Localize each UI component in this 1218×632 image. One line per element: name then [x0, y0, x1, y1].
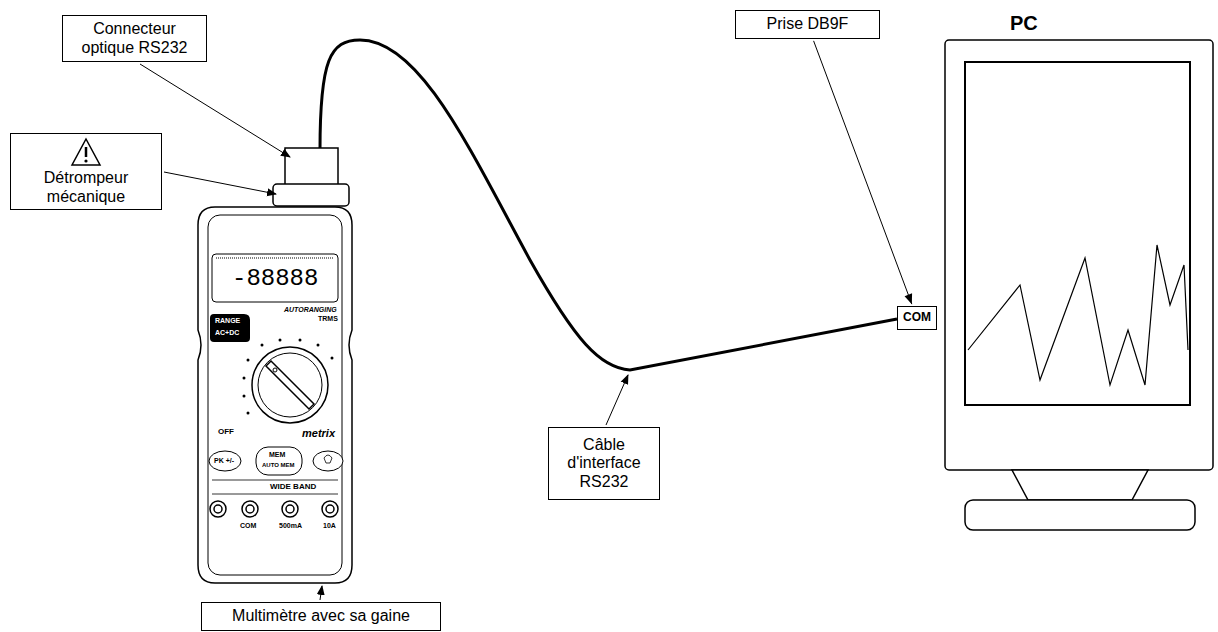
multimeter-holster	[198, 207, 352, 583]
terminal-label: 10A	[323, 522, 336, 530]
dial-position: OFF	[218, 428, 234, 437]
box-text: COM	[903, 311, 931, 325]
pk-button	[209, 451, 241, 471]
brand-logo: metrix	[302, 427, 335, 439]
leader-line	[320, 586, 322, 600]
optical-connector	[285, 148, 338, 185]
button-label: AC+DC	[215, 329, 239, 337]
monitor-frame	[945, 40, 1213, 470]
leader-line	[606, 375, 628, 425]
light-button	[313, 451, 343, 471]
dial-ticks	[243, 339, 334, 415]
rotary-dial-inner	[258, 353, 322, 417]
callout-box: Câble d'interface RS232	[548, 427, 660, 500]
button-label: MEM	[269, 451, 285, 459]
rotary-dial	[252, 347, 328, 423]
bulb-icon	[324, 455, 332, 463]
keying-part	[273, 184, 349, 206]
dial-pointer	[266, 361, 314, 409]
box-text: Connecteur optique RS232	[67, 20, 202, 57]
input-terminals	[210, 501, 338, 517]
box-text: Multimètre avec sa gaine	[232, 607, 410, 625]
multimeter-body	[208, 215, 342, 575]
panel-label: AUTORANGING	[284, 306, 337, 314]
band-line	[212, 480, 338, 481]
terminal-label: COM	[240, 522, 256, 530]
pointer-arrow	[814, 41, 912, 304]
lcd-display	[212, 254, 338, 302]
terminal-label: 500mA	[279, 522, 302, 530]
monitor-screen	[965, 62, 1190, 405]
leader-line	[164, 172, 276, 194]
button-label: RANGE	[215, 317, 240, 325]
callout-box: Multimètre avec sa gaine	[201, 602, 441, 631]
callout-box: Prise DB9F	[735, 10, 880, 39]
warning-callout-box: Détrompeur mécanique	[10, 133, 162, 210]
signal-curve	[968, 245, 1188, 385]
mem-button	[256, 447, 302, 475]
callout-box: Connecteur optique RS232	[62, 15, 207, 62]
device-title: PC	[1010, 12, 1038, 34]
port-box: COM	[897, 306, 937, 330]
monitor-neck	[1012, 470, 1148, 500]
warning-icon	[70, 137, 102, 167]
leader-line	[140, 64, 290, 157]
bargraph	[216, 258, 334, 259]
interface-cable	[320, 40, 897, 370]
arrow-head	[905, 293, 912, 304]
box-text: Câble d'interface RS232	[553, 436, 655, 491]
range-button	[210, 314, 250, 342]
lcd-digits: -88888	[232, 266, 318, 292]
panel-label: TRMS	[318, 315, 338, 323]
box-text: Détrompeur mécanique	[15, 169, 157, 206]
panel-label: WIDE BAND	[270, 483, 316, 492]
button-label: PK +/-	[214, 457, 234, 465]
band-line	[212, 494, 338, 495]
button-label: AUTO MEM	[262, 462, 295, 469]
dial-index	[273, 368, 277, 372]
box-text: Prise DB9F	[767, 15, 849, 33]
monitor-base	[965, 500, 1195, 530]
